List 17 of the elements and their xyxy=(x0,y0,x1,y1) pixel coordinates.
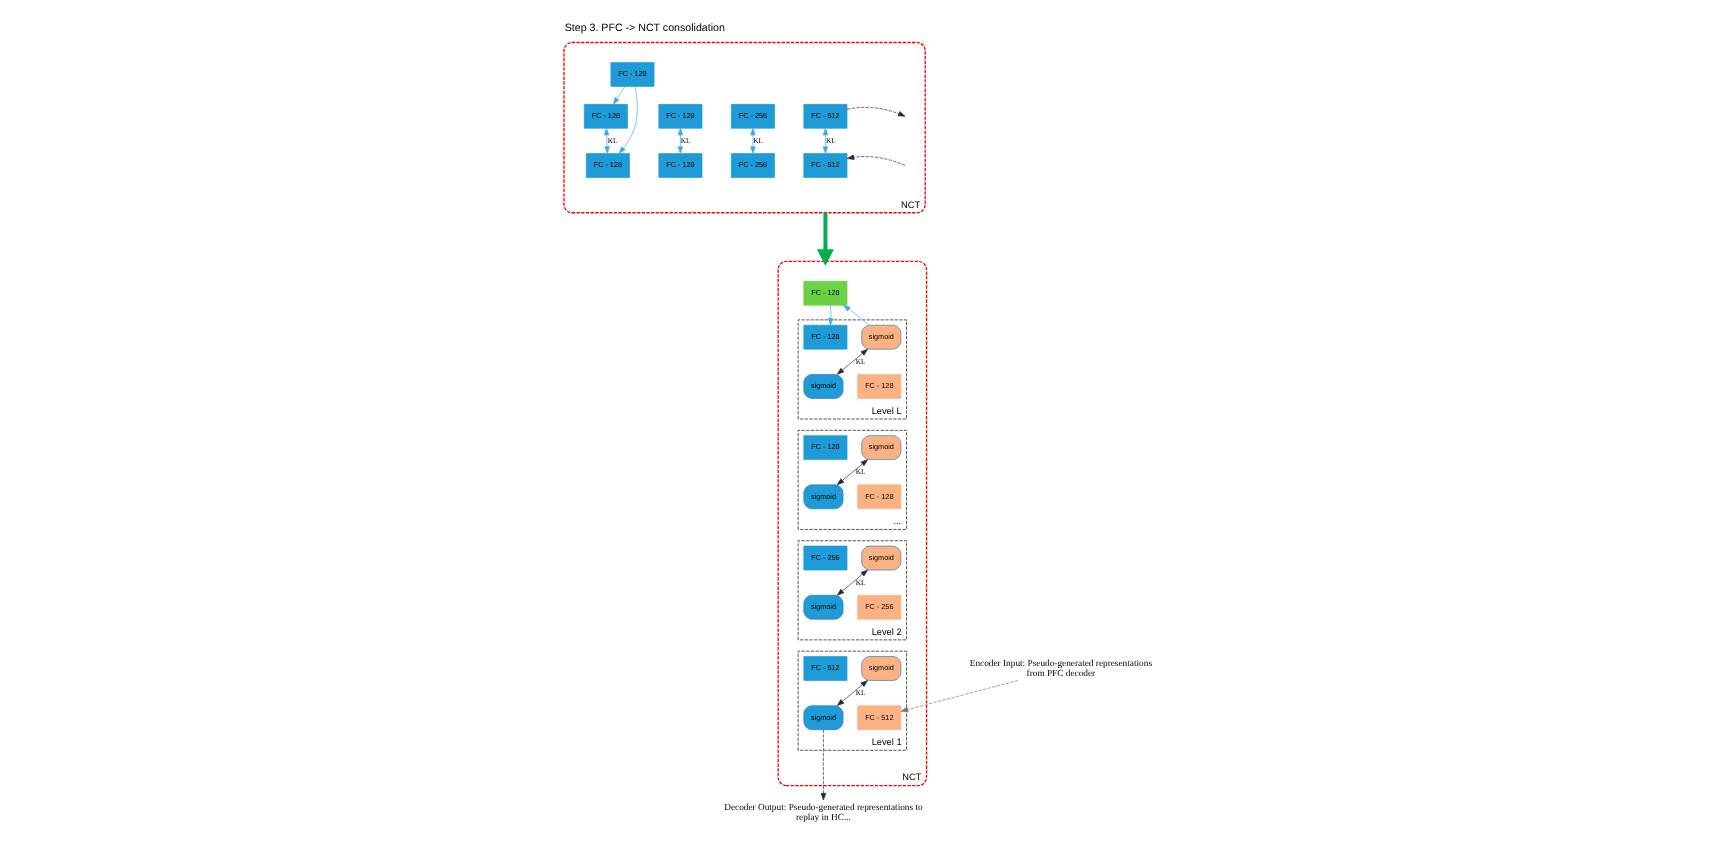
arrow xyxy=(900,680,1019,713)
arrow xyxy=(677,128,684,154)
arrow xyxy=(843,305,870,326)
arrow xyxy=(822,128,829,154)
arrow xyxy=(836,680,868,706)
arrow xyxy=(836,348,868,375)
arrow xyxy=(816,212,834,266)
arrow xyxy=(828,305,834,326)
arrow xyxy=(836,459,868,486)
arrow xyxy=(750,128,756,154)
arrow xyxy=(846,107,906,117)
arrow xyxy=(604,128,610,154)
arrow xyxy=(846,154,906,166)
arrow xyxy=(836,569,868,596)
arrow xyxy=(820,729,827,801)
arrow xyxy=(618,86,638,154)
arrow xyxy=(613,86,626,105)
